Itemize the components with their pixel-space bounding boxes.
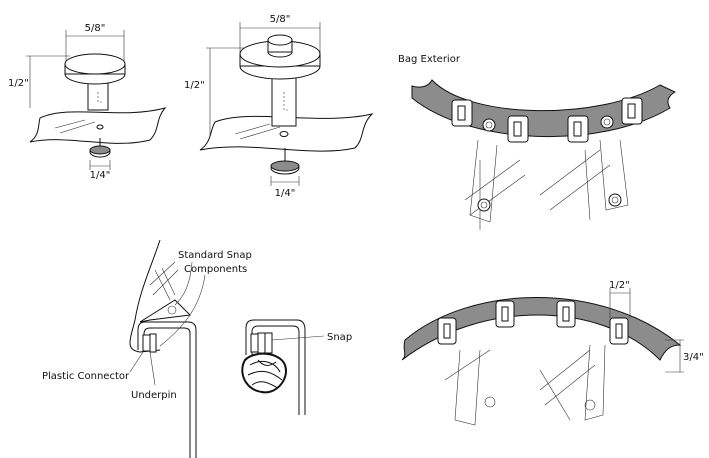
small-snap-height-label: 1/2" <box>8 78 29 89</box>
small-snap-width-label: 5/8" <box>85 23 106 34</box>
large-snap-figure: 5/8" 1/2" 1/4" <box>184 14 374 199</box>
large-snap-pin-label: 1/4" <box>275 188 296 199</box>
bag-exterior-title: Bag Exterior <box>398 54 461 65</box>
bag-exterior-figure: Bag Exterior <box>398 54 677 230</box>
small-snap-pin-label: 1/4" <box>90 170 111 181</box>
plastic-connector-label: Plastic Connector <box>42 371 130 382</box>
tab-width-label: 1/2" <box>609 280 630 291</box>
small-snap-figure: 5/8" 1/2" 1/4" <box>8 23 167 181</box>
large-snap-width-label: 5/8" <box>270 14 291 25</box>
standard-snap-label-line1: Standard Snap <box>178 250 252 261</box>
large-snap-height-label: 1/2" <box>184 80 205 91</box>
strap-width-label: 3/4" <box>683 352 704 363</box>
underpin-label: Underpin <box>131 390 177 401</box>
standard-snap-label-line2: Components <box>184 264 247 275</box>
attachment-figure: Standard Snap Components Plastic Connect… <box>42 239 352 458</box>
snap-label: Snap <box>327 332 352 343</box>
strap-dimension-figure: 1/2" 3/4" <box>401 280 704 426</box>
